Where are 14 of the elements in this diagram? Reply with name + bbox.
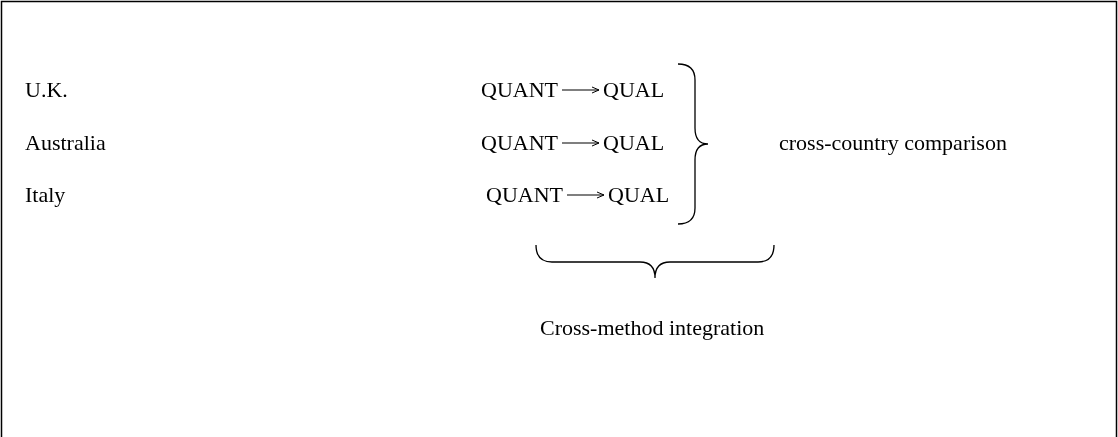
bracket-label: Cross-method integration — [540, 314, 765, 342]
bracket-label: cross-country comparison — [779, 129, 1007, 157]
method-label: QUANT — [481, 73, 558, 107]
method-label: QUANT — [481, 126, 558, 160]
arrow — [566, 191, 605, 199]
country-label: Australia — [25, 129, 106, 157]
arrow — [561, 86, 600, 94]
method-label: QUAL — [608, 178, 670, 212]
arrow — [561, 139, 600, 147]
country-label: Italy — [25, 181, 66, 209]
method-label: QUAL — [603, 126, 665, 160]
method-label: QUANT — [486, 178, 563, 212]
method-label: QUAL — [603, 73, 665, 107]
country-label: U.K. — [25, 76, 68, 104]
